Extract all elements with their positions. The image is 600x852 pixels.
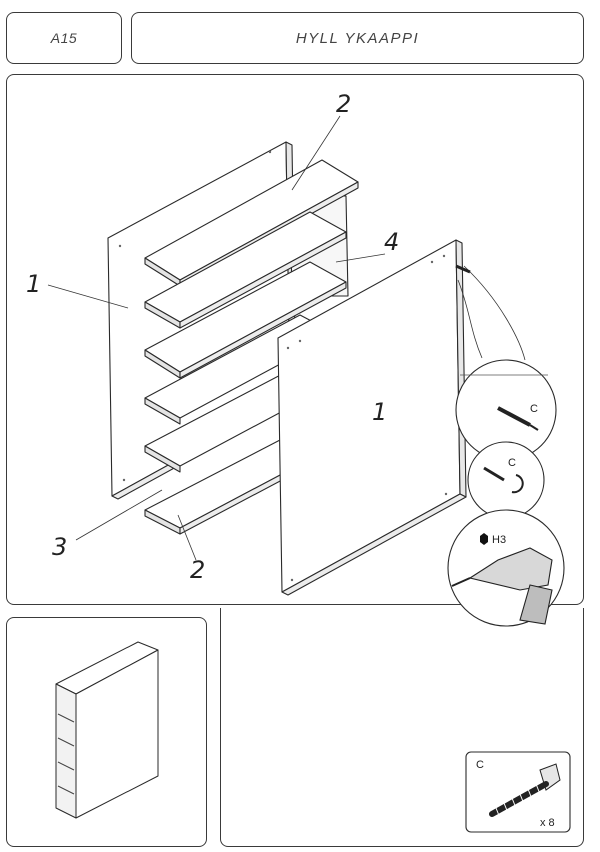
step-code: A15 [50,30,78,46]
page-title: HYLL YKAAPPI [295,29,420,47]
tool-label-h3: H3 [492,534,506,546]
panel-holes [118,150,448,582]
detail-circle-1 [455,359,557,461]
screw-part-icon [489,763,561,819]
screw-icon [455,264,471,274]
callout-2-top: 2 [336,90,351,118]
shelves [144,159,359,535]
callout-3: 3 [52,533,67,561]
cabinet-icon [55,641,159,819]
callout-1-front: 1 [372,398,387,426]
detail-circle-2 [467,441,545,519]
detail-label-c2: C [508,457,516,469]
detail-label-c1: C [530,403,538,415]
drill-detail-circle [447,509,565,627]
callout-4: 4 [384,228,399,256]
part-letter: C [476,759,484,771]
parts-box [465,751,571,833]
title-box: HYLL YKAAPPI [131,12,584,64]
callout-1-left: 1 [26,270,41,298]
step-code-box: A15 [6,12,122,64]
drill-icon [451,547,553,625]
hex-bit-icon [480,533,488,545]
part-quantity: x 8 [540,817,555,829]
leader-lines [47,115,526,561]
right-side-panel [277,239,467,596]
callout-2-bottom: 2 [190,556,205,584]
